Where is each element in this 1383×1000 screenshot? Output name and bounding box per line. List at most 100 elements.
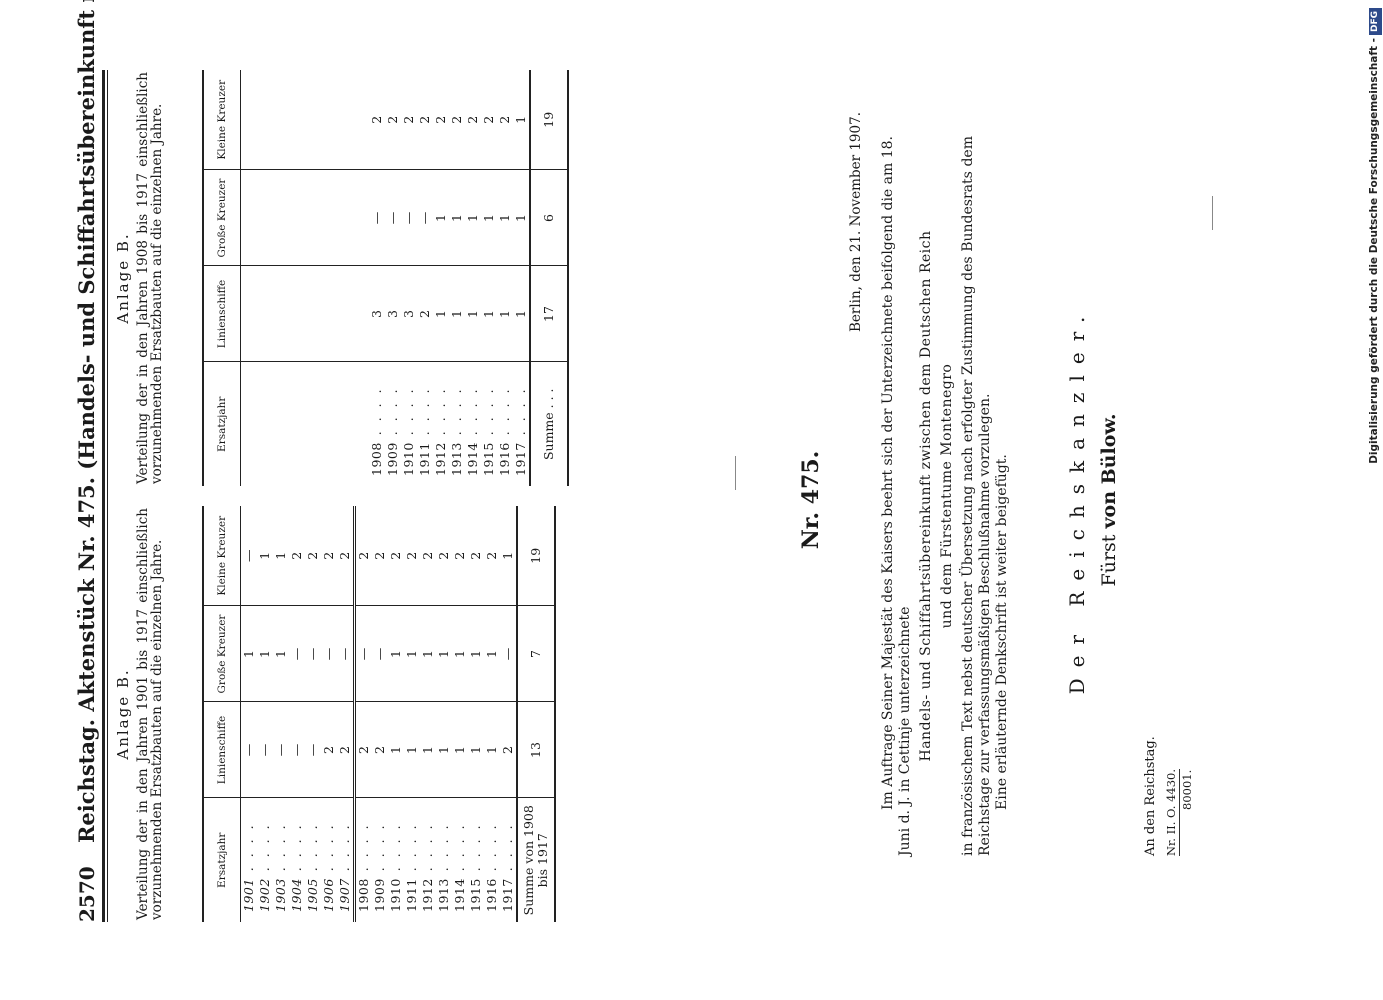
spacer-cell	[305, 266, 321, 362]
spacer-cell	[289, 170, 305, 266]
treaty-title-line-1: Handels- und Schiffahrtsübereinkunft zwi…	[918, 230, 934, 762]
leader-dots: . . . .	[356, 822, 371, 879]
leader-dots: . . . .	[465, 386, 480, 443]
year-cell: 1911 . . . .	[417, 362, 433, 486]
count-cell: 2	[465, 115, 480, 124]
year-value: 1906	[321, 878, 336, 912]
count-cell: 2	[436, 551, 451, 560]
count-cell: —	[401, 170, 417, 266]
right-annex-paragraph: Verteilung der in den Jahren 1908 bis 19…	[135, 72, 165, 484]
spacer-cell	[353, 70, 369, 170]
count-cell: 3	[401, 266, 417, 362]
year-cell: 1905 . . . .	[305, 798, 321, 922]
count-cell: 2	[401, 115, 416, 124]
year-value: 1911	[417, 442, 432, 476]
spacer-cell	[337, 362, 353, 486]
count-cell: 1	[388, 702, 404, 798]
count-cell: 1	[468, 606, 484, 702]
spacer-cell	[257, 70, 273, 170]
digitization-footer: Digitalisierung gefördert durch die Deut…	[1366, 8, 1382, 992]
col-header: Kleine Kreuzer	[203, 70, 241, 170]
table-row: 1906 . . . .2—2	[321, 506, 337, 922]
year-cell: 1901 . . . .	[240, 798, 257, 922]
year-value: 1917	[500, 878, 515, 912]
header-rule-thin	[107, 70, 108, 922]
spacer-cell	[305, 70, 321, 170]
leader-dots: . . . .	[417, 386, 432, 443]
year-value: 1903	[273, 878, 288, 912]
count-cell: 2	[321, 551, 336, 560]
year-value: 1915	[468, 878, 483, 912]
table-row: 1911 . . . .2—2	[417, 70, 433, 486]
count-cell: 1	[497, 266, 513, 362]
year-value: 1904	[289, 878, 304, 912]
leader-dots: . . . .	[484, 822, 499, 879]
count-cell: 1	[513, 115, 528, 124]
spacer-row	[305, 70, 321, 486]
table-row: 1917 . . . .2—1	[500, 506, 517, 922]
year-value: 1912	[433, 442, 448, 476]
spacer-cell	[337, 170, 353, 266]
col-header: Kleine Kreuzer	[203, 506, 241, 606]
left-table: Ersatzjahr Linienschiffe Große Kreuzer K…	[202, 506, 556, 922]
signature-name: Fürst von Bülow.	[1098, 0, 1120, 1000]
spacer-cell	[321, 266, 337, 362]
spacer-cell	[273, 70, 289, 170]
leader-dots: . . . .	[404, 822, 419, 879]
year-cell: 1911 . . . .	[404, 798, 420, 922]
count-cell: 1	[449, 266, 465, 362]
year-value: 1911	[404, 878, 419, 912]
reference-number: Nr. II. O. 4430.	[1164, 769, 1180, 856]
year-cell: 1906 . . . .	[321, 798, 337, 922]
year-cell: 1915 . . . .	[481, 362, 497, 486]
table-row: 1910 . . . .3—2	[401, 70, 417, 486]
count-cell: 1	[513, 266, 530, 362]
leader-dots: . . . .	[289, 822, 304, 879]
count-cell: —	[289, 606, 305, 702]
leader-dots: . . . .	[436, 822, 451, 879]
count-cell: 2	[388, 551, 403, 560]
year-value: 1908	[356, 878, 371, 912]
leader-dots: . . . .	[257, 822, 272, 879]
year-value: 1910	[401, 442, 416, 476]
count-cell: —	[354, 606, 372, 702]
summary-cell: 7	[517, 606, 555, 702]
summary-cell: 13	[517, 702, 555, 798]
left-summary-row: Summe von 1908 bis 1917 13 7 19	[517, 506, 555, 922]
signature-title: Der Reichskanzler.	[1065, 305, 1089, 695]
year-value: 1909	[372, 878, 387, 912]
year-cell: 1907 . . . .	[337, 798, 355, 922]
count-cell: 2	[369, 115, 384, 124]
table-row: 1909 . . . .2—2	[372, 506, 388, 922]
count-cell: 1	[436, 702, 452, 798]
count-cell: 2	[337, 702, 355, 798]
spacer-cell	[321, 170, 337, 266]
leader-dots: . . . .	[305, 822, 320, 879]
count-cell: 1	[420, 702, 436, 798]
year-cell: 1916 . . . .	[497, 362, 513, 486]
leader-dots: . . . .	[273, 822, 288, 879]
count-cell: 2	[354, 506, 372, 606]
spacer-row	[273, 70, 289, 486]
count-cell: 2	[289, 551, 304, 560]
leader-dots: . . . .	[449, 386, 464, 443]
count-cell: 1	[484, 606, 500, 702]
year-value: 1915	[481, 442, 496, 476]
year-cell: 1916 . . . .	[484, 798, 500, 922]
letter-paragraph-3: Eine erläuternde Denkschrift ist weiter …	[994, 454, 1010, 810]
leader-dots: . . . .	[369, 386, 384, 443]
footer-text-row: Digitalisierung gefördert durch die Deut…	[1366, 8, 1382, 992]
spacer-cell	[289, 266, 305, 362]
count-cell: 1	[404, 606, 420, 702]
table-row: 1904 . . . .——2	[289, 506, 305, 922]
leader-dots: . . . .	[388, 822, 403, 879]
